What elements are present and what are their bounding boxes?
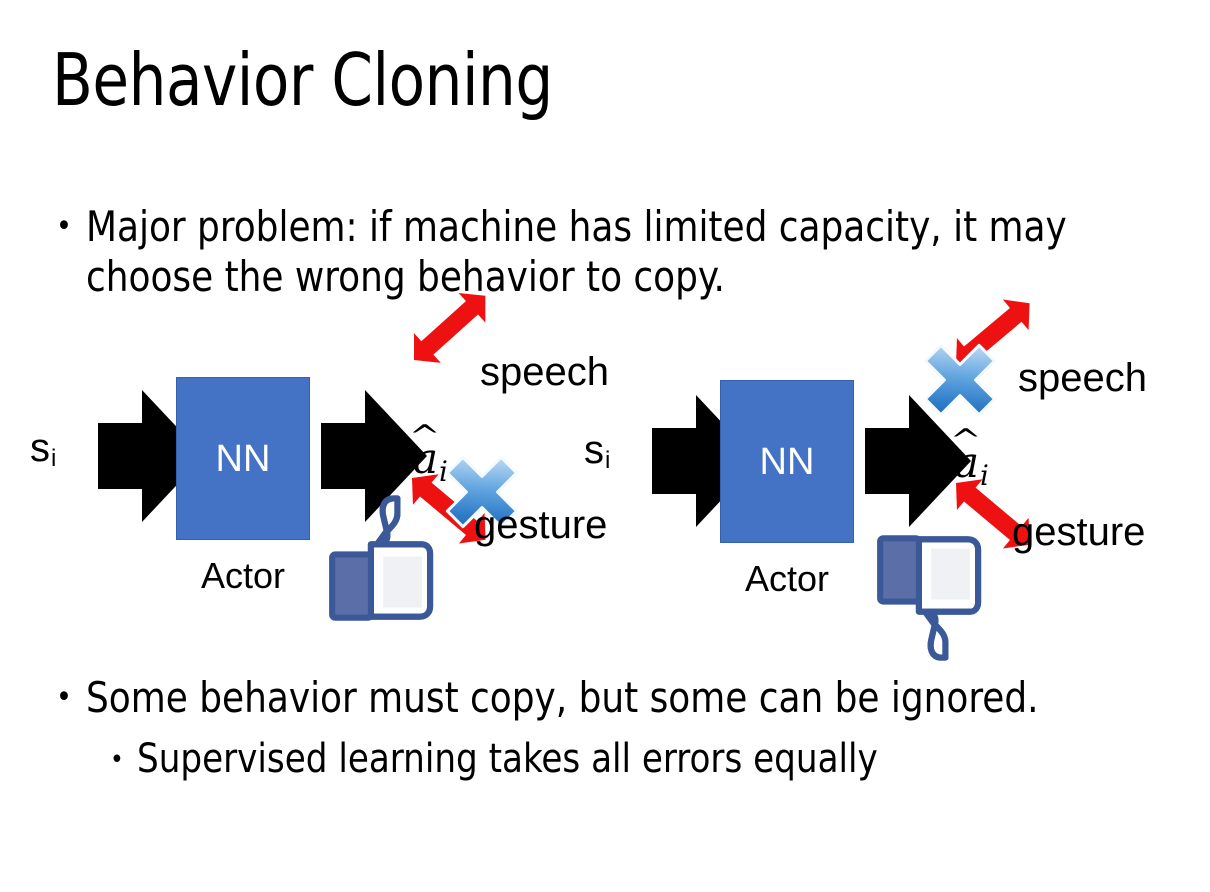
state-label-left: si (30, 426, 57, 473)
blue-x-cross-icon-left (445, 455, 519, 529)
bullet-marker-icon: • (56, 680, 72, 715)
actor-caption-left: Actor (200, 555, 286, 596)
bullet-marker-icon: • (110, 745, 124, 775)
nn-box-label-right: NN (759, 440, 815, 483)
action-label-right: ai (954, 442, 989, 490)
bullet-item-3: • Supervised learning takes all errors e… (110, 736, 1160, 783)
red-double-headed-arrow-icon-speech-left (413, 292, 486, 363)
flow-arrow-output-right (865, 395, 971, 527)
thumbs-up-icon-left (329, 495, 434, 621)
actor-caption-right: Actor (744, 558, 830, 599)
bullet-item-1: • Major problem: if machine has limited … (56, 202, 1146, 301)
nn-box-right: NN (720, 380, 854, 543)
bullet-text-1: Major problem: if machine has limited ca… (85, 202, 1067, 301)
red-double-headed-arrow-icon-gesture-right (956, 479, 1030, 549)
blue-x-cross-icon-right (923, 343, 997, 417)
nn-box-left: NN (176, 377, 310, 540)
outcome-label-gesture-left: gesture (474, 503, 608, 547)
flow-arrow-input-right (652, 395, 758, 527)
outcome-label-speech-left: speech (480, 350, 609, 394)
action-label-left: ai (413, 438, 448, 486)
flow-arrow-output-left (321, 390, 427, 522)
bullet-marker-icon: • (56, 209, 72, 244)
flow-arrow-input-left (98, 390, 204, 522)
nn-box-label-left: NN (215, 437, 271, 480)
outcome-label-speech-right: speech (1018, 356, 1147, 400)
diagram-right: si NN Actor ai (562, 299, 1162, 661)
bullet-text-3: Supervised learning takes all errors equ… (136, 736, 878, 782)
bullet-text-2: Some behavior must copy, but some can be… (85, 673, 1039, 722)
thumbs-down-icon-right (877, 535, 982, 661)
diagram-left: si NN Actor ai (8, 292, 609, 640)
bullet-item-2: • Some behavior must copy, but some can … (56, 673, 1166, 723)
state-label-right: si (584, 428, 611, 475)
outcome-label-gesture-right: gesture (1012, 510, 1146, 554)
page-title: Behavior Cloning (52, 38, 553, 122)
